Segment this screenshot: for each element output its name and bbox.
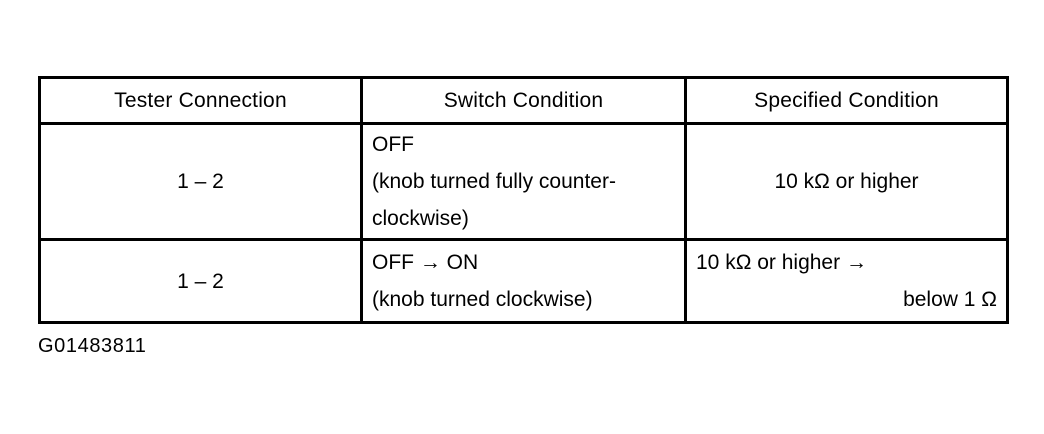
table-row: 1 – 2 OFF (knob turned fully counter- cl…: [38, 122, 1009, 241]
switch-condition-line: OFF → ON: [372, 251, 479, 274]
specification-table: Tester Connection Switch Condition Speci…: [38, 76, 1009, 324]
column-header-specified-condition: Specified Condition: [684, 76, 1009, 125]
switch-condition-line: OFF: [372, 133, 414, 156]
switch-condition-line: (knob turned fully counter-: [372, 170, 616, 193]
table-row: 1 – 2 OFF → ON (knob turned clockwise) 1…: [38, 238, 1009, 324]
cell-switch-condition: OFF → ON (knob turned clockwise): [360, 238, 687, 324]
column-header-switch-condition: Switch Condition: [360, 76, 687, 125]
cell-tester-connection: 1 – 2: [38, 238, 363, 324]
specified-condition-line: below 1 Ω: [903, 288, 997, 311]
cell-tester-connection: 1 – 2: [38, 122, 363, 241]
figure-caption: G01483811: [38, 335, 147, 357]
column-header-tester-connection: Tester Connection: [38, 76, 363, 125]
cell-specified-condition: 10 kΩ or higher → below 1 Ω: [684, 238, 1009, 324]
switch-condition-line: clockwise): [372, 207, 469, 230]
cell-switch-condition: OFF (knob turned fully counter- clockwis…: [360, 122, 687, 241]
cell-specified-condition: 10 kΩ or higher: [684, 122, 1009, 241]
switch-condition-line: (knob turned clockwise): [372, 288, 593, 311]
table-header-row: Tester Connection Switch Condition Speci…: [38, 76, 1009, 125]
specified-condition-line: 10 kΩ or higher →: [696, 251, 867, 274]
